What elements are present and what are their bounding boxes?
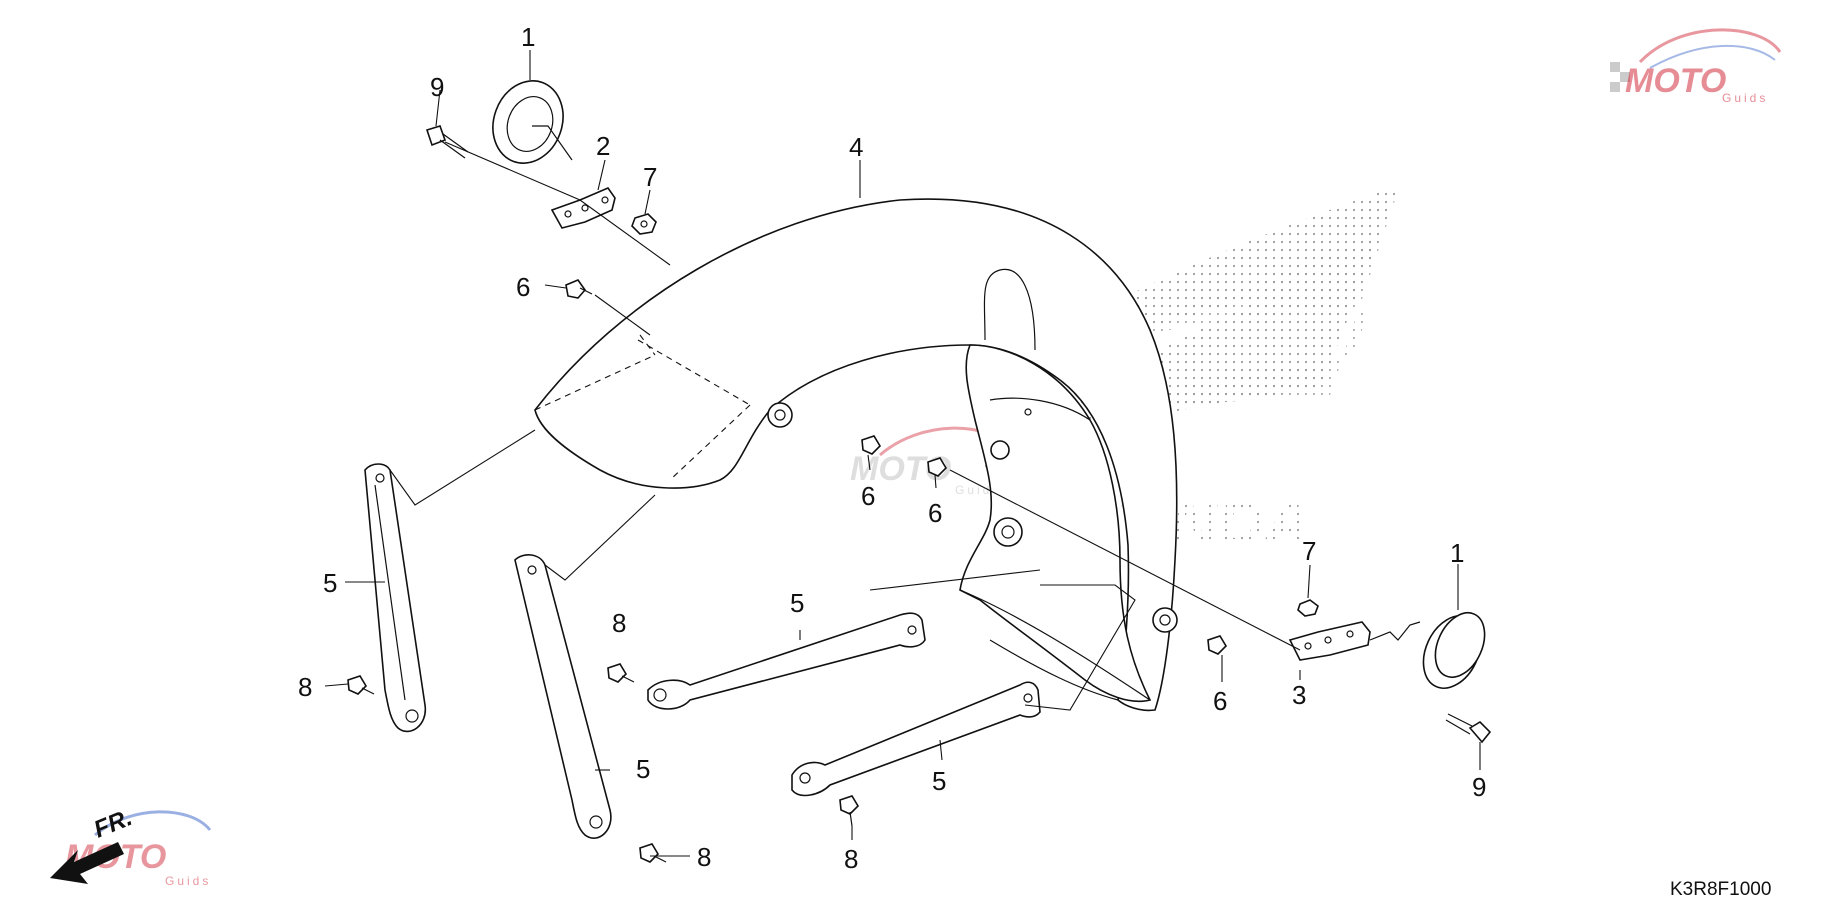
flange-bolt-icon-8a	[347, 675, 375, 695]
callout-6-mid-b: 6	[928, 498, 942, 528]
callout-3: 3	[1292, 680, 1306, 710]
grommet-cap-icon-right	[1422, 612, 1486, 689]
flange-bolt-icon-6b	[861, 435, 882, 455]
callout-4: 4	[849, 132, 863, 162]
fender-stay-left	[364, 463, 426, 733]
callout-6-mid-a: 6	[861, 481, 875, 511]
nut-icon-top	[631, 213, 657, 235]
callout-6-upper: 6	[516, 272, 530, 302]
flange-bolt-icon-6d	[1207, 635, 1228, 655]
moto-watermark-text: MOTO	[1625, 62, 1726, 100]
bracket-icon-right	[1288, 621, 1421, 661]
bolt-icon-right	[1445, 713, 1492, 744]
leader-lines	[324, 50, 1481, 857]
flange-bolt-icon-8b	[607, 663, 635, 683]
moto-guids-logo-top: MOTO Guids	[1610, 28, 1782, 105]
moto-guids-logo-bottom: MOTO Guids	[65, 810, 212, 888]
drawing-code: K3R8F1000	[1670, 879, 1771, 900]
callout-7-right: 7	[1302, 536, 1316, 566]
callout-6-right: 6	[1213, 686, 1227, 716]
nut-icon-right	[1297, 599, 1319, 617]
callout-7-top: 7	[643, 162, 657, 192]
callout-8-left: 8	[298, 672, 312, 702]
callout-5-lower: 5	[636, 754, 650, 784]
guids-watermark-text: Guids	[1722, 91, 1768, 105]
callout-8-lower: 8	[697, 842, 711, 872]
callouts: 1 9 2 7 4 6 5 8 8 5 5 8 6 6 5 8 6 7 3 1 …	[298, 22, 1486, 874]
callout-9-right: 9	[1472, 772, 1486, 802]
front-fender-icon	[534, 198, 1178, 712]
guids-watermark-text-center: Guids	[955, 483, 1001, 497]
callout-1-right: 1	[1450, 538, 1464, 568]
callout-5-right: 5	[932, 766, 946, 796]
callout-1-top: 1	[521, 22, 535, 52]
callout-8-right: 8	[844, 844, 858, 874]
flange-bolt-icon-6a	[565, 279, 593, 299]
bolt-icon-top	[425, 125, 469, 159]
callout-2: 2	[596, 131, 610, 161]
bracket-icon-top	[550, 187, 616, 229]
grommet-cap-icon-top	[492, 80, 573, 164]
callout-8-center: 8	[612, 608, 626, 638]
flange-bolt-icon-8c	[639, 843, 667, 863]
callout-9-top: 9	[430, 72, 444, 102]
callout-5-left: 5	[323, 568, 337, 598]
fender-stay-center	[647, 612, 926, 710]
flange-bolt-icon-6c	[927, 457, 948, 477]
fender-stay-lower-right	[791, 681, 1041, 797]
flange-bolt-icon-8d	[839, 795, 860, 827]
guids-watermark-text-bottom: Guids	[165, 874, 211, 888]
fender-stay-center-left	[514, 554, 612, 839]
callout-5-center: 5	[790, 588, 804, 618]
